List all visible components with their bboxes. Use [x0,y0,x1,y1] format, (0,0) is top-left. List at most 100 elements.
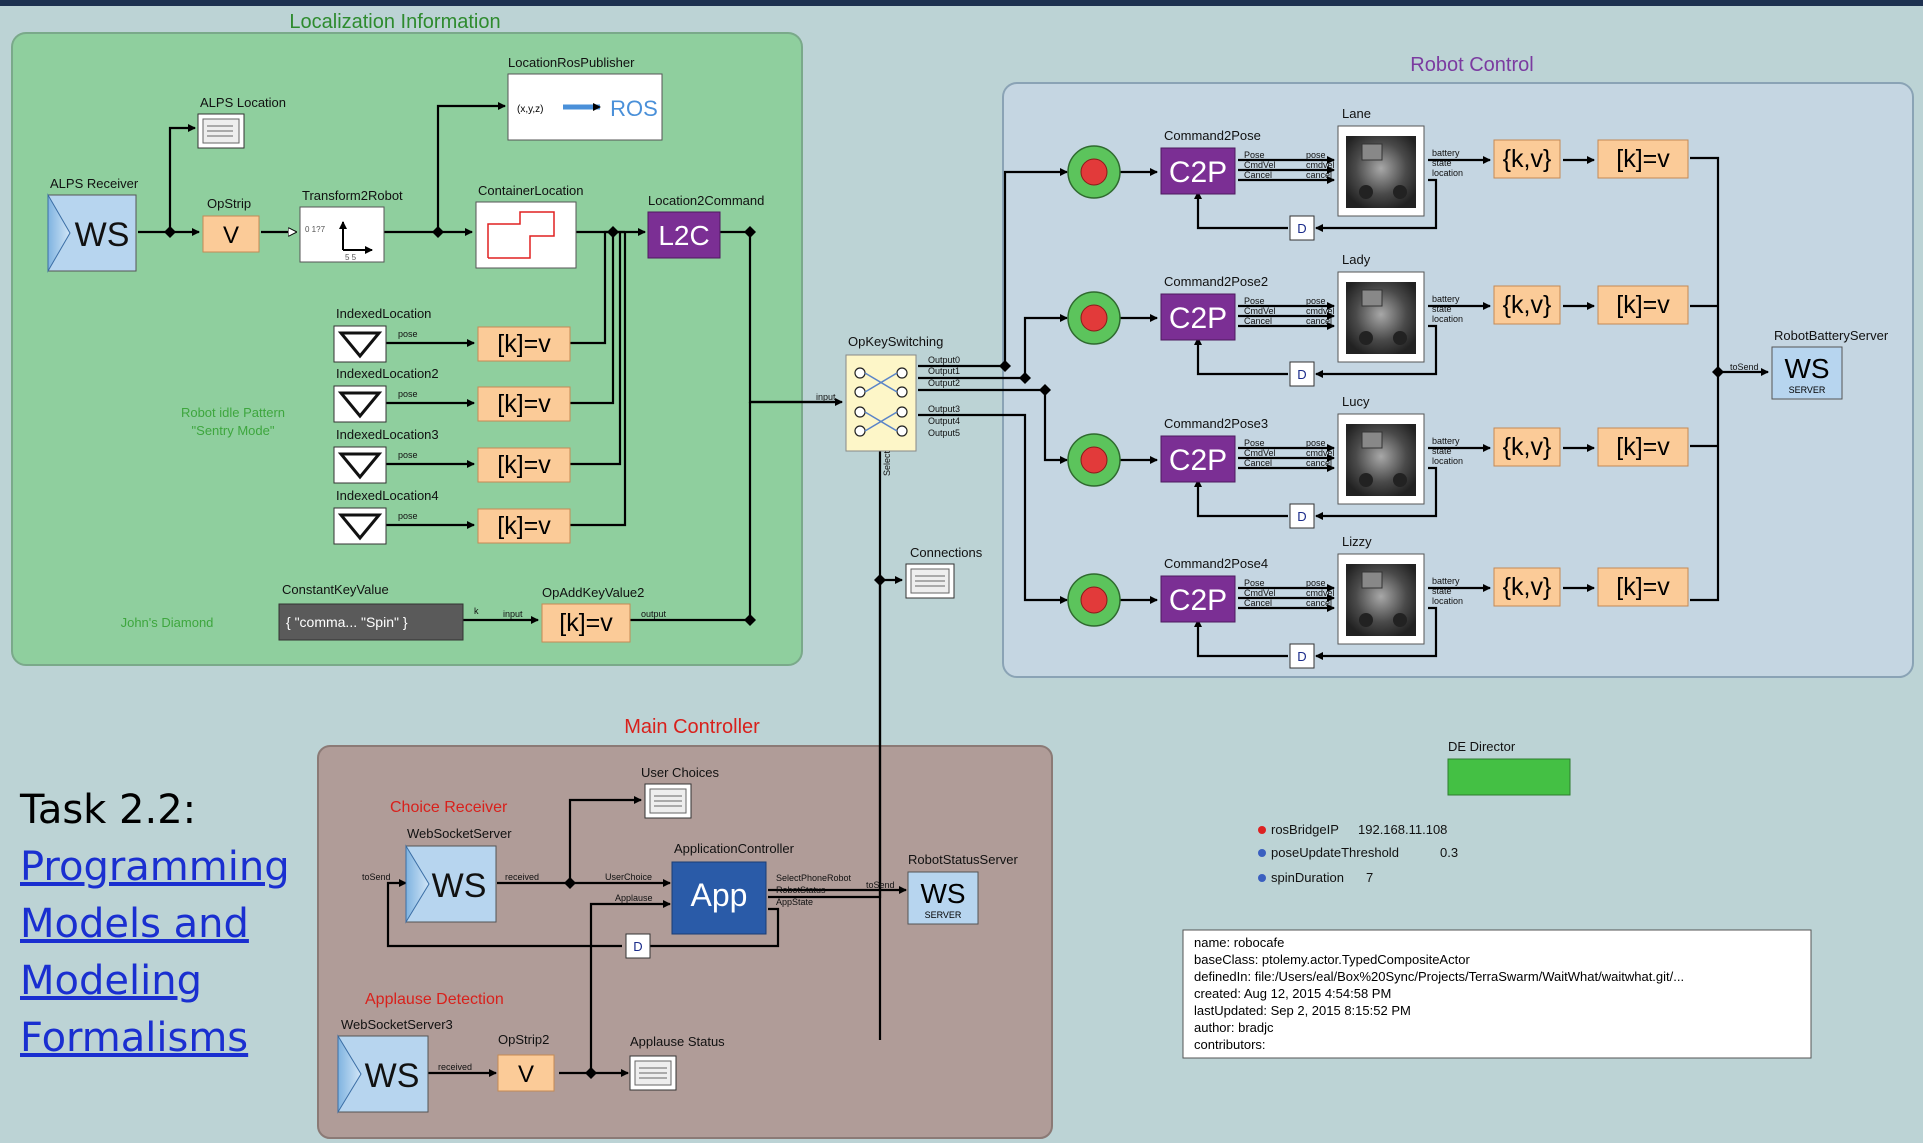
location-ros-publisher-label: LocationRosPublisher [508,55,635,70]
add-key-value-actor[interactable]: [k]=v [1598,140,1688,178]
model-info-box[interactable]: name: robocafe baseClass: ptolemy.actor.… [1183,930,1811,1058]
output-port: output [641,609,667,619]
constant-text: { "comma... "Spin" } [286,614,408,630]
kv-text: [k]=v [1616,291,1670,319]
info-line-baseclass: baseClass: ptolemy.actor.TypedCompositeA… [1194,952,1470,967]
output3-port: Output3 [928,404,960,414]
connections-label: Connections [910,545,983,560]
received-port: received [505,872,539,882]
c2p-out-port: cmdvel [1306,160,1335,170]
constant-key-value-label: ConstantKeyValue [282,582,389,597]
robot-out-port: state [1432,586,1452,596]
container-location-label: ContainerLocation [478,183,584,198]
server-text: SERVER [1789,385,1826,395]
record-icon [1081,447,1107,473]
delay-actor[interactable]: D [1290,362,1314,386]
delay-text: D [1297,367,1306,382]
parameter-value: 192.168.11.108 [1358,822,1447,837]
de-director[interactable]: DE Director [1448,739,1570,795]
de-director-label: DE Director [1448,739,1516,754]
c2p-in-port: Pose [1244,578,1265,588]
info-line-name: name: robocafe [1194,935,1284,950]
received-port: received [438,1062,472,1072]
task-link-line-1[interactable]: Programming [20,839,290,896]
c2p-out-port: cmdvel [1306,588,1335,598]
add-key-value-actor[interactable]: [k]=v [1598,428,1688,466]
robot-start-button[interactable] [1068,292,1120,344]
v-text: V [518,1061,534,1088]
task-link-line-4[interactable]: Formalisms [20,1010,290,1067]
task-prefix: Task 2.2: [20,782,290,839]
info-line-lastupdated: lastUpdated: Sep 2, 2015 8:15:52 PM [1194,1003,1411,1018]
indexed-location-label: IndexedLocation2 [336,366,439,381]
op-key-switching-actor[interactable]: OpKeySwitching input Output0 Output1 Out… [816,334,960,476]
alps-receiver-label: ALPS Receiver [50,176,139,191]
delay-actor[interactable]: D [1290,644,1314,668]
parameter-bullet-icon [1258,826,1266,834]
c2p-in-port: CmdVel [1244,448,1276,458]
robot-out-port: state [1432,304,1452,314]
ws-text: WS [75,216,130,254]
robot-start-button[interactable] [1068,574,1120,626]
parameter-bullet-icon [1258,874,1266,882]
make-record-actor[interactable]: {k,v} [1494,428,1560,466]
alps-receiver-actor[interactable]: ALPS Receiver WS [48,176,139,271]
record-icon [1081,305,1107,331]
kv-pair-text: {k,v} [1503,145,1552,173]
opstrip-label: OpStrip [207,196,251,211]
robot-name-label: Lucy [1342,394,1370,409]
task-link-line-3[interactable]: Modeling [20,953,290,1010]
parameter-ros-bridge-ip[interactable]: rosBridgeIP 192.168.11.108 [1258,822,1447,837]
kv-text: [k]=v [559,609,613,637]
parameter-pose-update-threshold[interactable]: poseUpdateThreshold 0.3 [1258,845,1458,860]
connections-display[interactable]: Connections [906,545,983,598]
parameters-list: rosBridgeIP 192.168.11.108 poseUpdateThr… [1258,822,1458,885]
opstrip-actor[interactable]: OpStrip V [203,196,259,252]
add-key-value-actor[interactable]: [k]=v [1598,286,1688,324]
delay-actor[interactable]: D [1290,216,1314,240]
make-record-actor[interactable]: {k,v} [1494,140,1560,178]
main-delay-actor[interactable]: D [626,934,650,958]
localization-group-title: Localization Information [289,11,500,33]
c2p-out-port: cmdvel [1306,448,1335,458]
robot-control-group-title: Robot Control [1410,54,1533,76]
robot-out-port: battery [1432,436,1460,446]
parameter-name: poseUpdateThreshold [1271,845,1399,860]
task-link-line-2[interactable]: Models and [20,896,290,953]
robot-start-button[interactable] [1068,146,1120,198]
add-key-value-actor[interactable]: [k]=v [1598,568,1688,606]
delay-actor[interactable]: D [1290,504,1314,528]
robot-start-button[interactable] [1068,434,1120,486]
c2p-in-port: Pose [1244,438,1265,448]
pose-port: pose [398,329,418,339]
c2p-out-port: pose [1306,578,1326,588]
command2pose-label: Command2Pose3 [1164,416,1268,431]
make-record-actor[interactable]: {k,v} [1494,286,1560,324]
output1-port: Output1 [928,366,960,376]
kv-text: [k]=v [497,330,551,358]
parameter-bullet-icon [1258,849,1266,857]
container-location-actor[interactable]: ContainerLocation [476,183,584,268]
app-text: App [691,877,748,913]
parameter-spin-duration[interactable]: spinDuration 7 [1258,870,1373,885]
make-record-actor[interactable]: {k,v} [1494,568,1560,606]
tosend-port: toSend [866,880,895,890]
k-port: k [474,606,479,616]
c2p-out-port: cancel [1306,598,1332,608]
delay-text: D [1297,649,1306,664]
user-choices-label: User Choices [641,765,720,780]
opstrip2-actor[interactable]: OpStrip2 V [498,1032,554,1091]
c2p-in-port: CmdVel [1244,306,1276,316]
parameter-value: 7 [1366,870,1373,885]
info-line-created: created: Aug 12, 2015 4:54:58 PM [1194,986,1391,1001]
parameter-name: rosBridgeIP [1271,822,1339,837]
c2p-in-port: Cancel [1244,458,1272,468]
info-line-contributors: contributors: [1194,1037,1266,1052]
parameter-value: 0.3 [1440,845,1458,860]
robot-out-port: state [1432,158,1452,168]
application-controller-label: ApplicationController [674,841,795,856]
indexed-location-label: IndexedLocation4 [336,488,439,503]
robot-out-port: location [1432,596,1463,606]
indexed-location-label: IndexedLocation3 [336,427,439,442]
